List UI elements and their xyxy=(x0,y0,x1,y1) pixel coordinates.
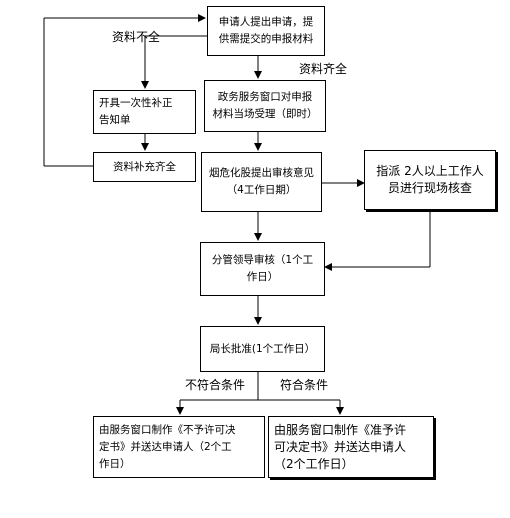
node-apply: 申请人提出申请，提 供需提交的申报材料 xyxy=(207,6,325,56)
node-opinion: 烟危化股提出审核意见 （4工作日期） xyxy=(201,152,322,212)
label-incomplete: 资料不全 xyxy=(112,30,161,44)
node-approve: 局长批准(1个工作日） xyxy=(200,326,325,372)
node-notice: 开具一次性补正 告知单 xyxy=(93,90,196,134)
node-grant: 由服务窗口制作《准予许 可决定书》并送达申请人 （2个工作日） xyxy=(268,416,434,478)
label-complete: 资料齐全 xyxy=(299,62,348,76)
node-accept: 政务服务窗口对申报 材料当场受理（即时） xyxy=(204,80,326,132)
label-not-qualified: 不符合条件 xyxy=(185,378,246,392)
node-inspect: 指派 2人以上工作人 员进行现场核查 xyxy=(364,150,496,210)
node-supplement: 资料补充齐全 xyxy=(93,152,196,182)
node-review: 分管领导审核（1个工 作日） xyxy=(200,242,325,296)
node-reject: 由服务窗口制作《不予许可决 定书》并送达申请人（2个工 作日） xyxy=(93,416,265,478)
label-qualified: 符合条件 xyxy=(280,378,329,392)
